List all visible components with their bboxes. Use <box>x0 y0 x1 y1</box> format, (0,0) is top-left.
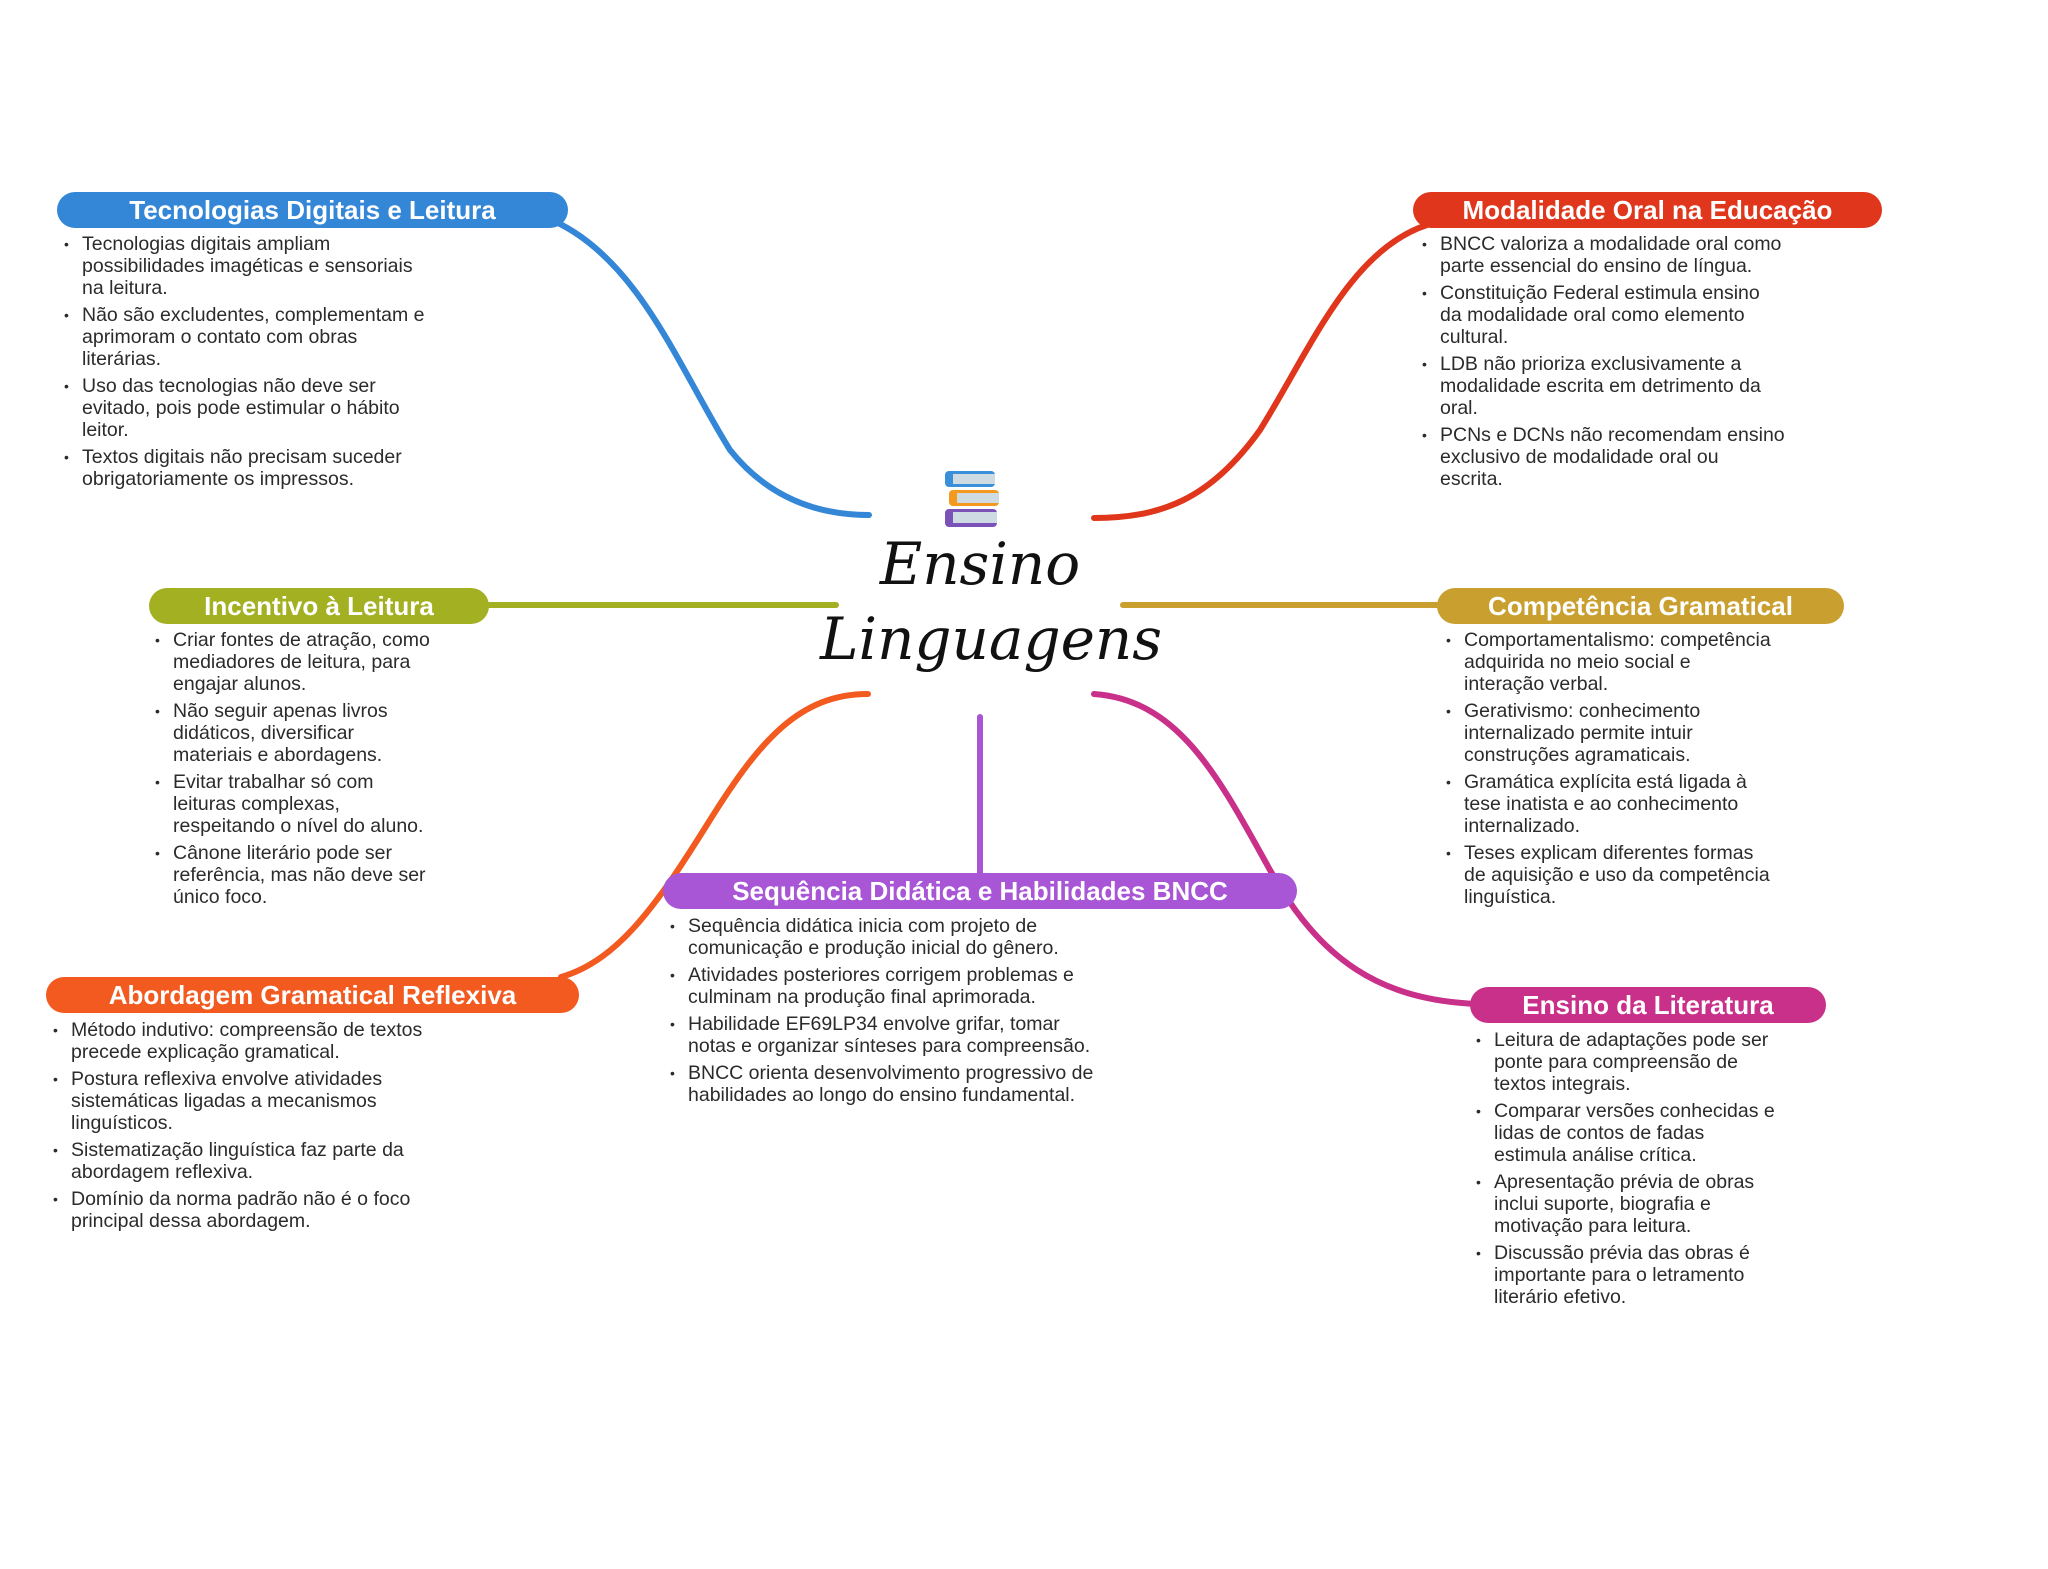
list-item: Discussão prévia das obras é importante … <box>1472 1242 1775 1308</box>
list-item: Comparar versões conhecidas e lidas de c… <box>1472 1100 1775 1166</box>
list-item: Não são excludentes, complementam e apri… <box>60 304 425 370</box>
list-item: Teses explicam diferentes formas de aqui… <box>1442 842 1771 908</box>
list-item: BNCC orienta desenvolvimento progressivo… <box>666 1062 1093 1106</box>
list-item: Leitura de adaptações pode ser ponte par… <box>1472 1029 1775 1095</box>
books-icon <box>945 471 999 527</box>
list-item: Habilidade EF69LP34 envolve grifar, toma… <box>666 1013 1093 1057</box>
central-topic-line2: Linguagens <box>820 605 1163 673</box>
list-item: Evitar trabalhar só com leituras complex… <box>151 771 430 837</box>
list-item: Apresentação prévia de obras inclui supo… <box>1472 1171 1775 1237</box>
topic-sequencia[interactable]: Sequência Didática e Habilidades BNCC <box>663 873 1297 909</box>
list-item: Método indutivo: compreensão de textos p… <box>49 1019 422 1063</box>
central-topic-line1: Ensino <box>879 530 1081 598</box>
list-item: Não seguir apenas livros didáticos, dive… <box>151 700 430 766</box>
topic-incentivo[interactable]: Incentivo à Leitura <box>149 588 489 624</box>
list-item: PCNs e DCNs não recomendam ensino exclus… <box>1418 424 1785 490</box>
list-item: Postura reflexiva envolve atividades sis… <box>49 1068 422 1134</box>
list-item: Atividades posteriores corrigem problema… <box>666 964 1093 1008</box>
list-item: Gramática explícita está ligada à tese i… <box>1442 771 1771 837</box>
list-item: Cânone literário pode ser referência, ma… <box>151 842 430 908</box>
list-item: Textos digitais não precisam suceder obr… <box>60 446 425 490</box>
list-item: Comportamentalismo: competência adquirid… <box>1442 629 1771 695</box>
connector-abordagem <box>558 691 871 980</box>
topic-tecnologias[interactable]: Tecnologias Digitais e Leitura <box>57 192 568 228</box>
incentivo-list: Criar fontes de atração, como mediadores… <box>151 629 430 913</box>
list-item: Sequência didática inicia com projeto de… <box>666 915 1093 959</box>
sequencia-list: Sequência didática inicia com projeto de… <box>666 915 1093 1111</box>
modalidade-list: BNCC valoriza a modalidade oral como par… <box>1418 233 1785 495</box>
list-item: Tecnologias digitais ampliam possibilida… <box>60 233 425 299</box>
literatura-list: Leitura de adaptações pode ser ponte par… <box>1472 1029 1775 1313</box>
connector-literatura <box>1091 691 1480 1007</box>
topic-modalidade[interactable]: Modalidade Oral na Educação <box>1413 192 1882 228</box>
list-item: LDB não prioriza exclusivamente a modali… <box>1418 353 1785 419</box>
list-item: Uso das tecnologias não deve ser evitado… <box>60 375 425 441</box>
list-item: Gerativismo: conhecimento internalizado … <box>1442 700 1771 766</box>
list-item: Sistematização linguística faz parte da … <box>49 1139 422 1183</box>
topic-literatura[interactable]: Ensino da Literatura <box>1470 987 1826 1023</box>
tecnologias-list: Tecnologias digitais ampliam possibilida… <box>60 233 425 495</box>
topic-competencia[interactable]: Competência Gramatical <box>1437 588 1844 624</box>
list-item: Criar fontes de atração, como mediadores… <box>151 629 430 695</box>
list-item: Constituição Federal estimula ensino da … <box>1418 282 1785 348</box>
abordagem-list: Método indutivo: compreensão de textos p… <box>49 1019 422 1237</box>
list-item: BNCC valoriza a modalidade oral como par… <box>1418 233 1785 277</box>
list-item: Domínio da norma padrão não é o foco pri… <box>49 1188 422 1232</box>
competencia-list: Comportamentalismo: competência adquirid… <box>1442 629 1771 913</box>
connector-modalidade <box>1091 222 1430 521</box>
connector-tecnologias <box>553 219 872 518</box>
topic-abordagem[interactable]: Abordagem Gramatical Reflexiva <box>46 977 579 1013</box>
